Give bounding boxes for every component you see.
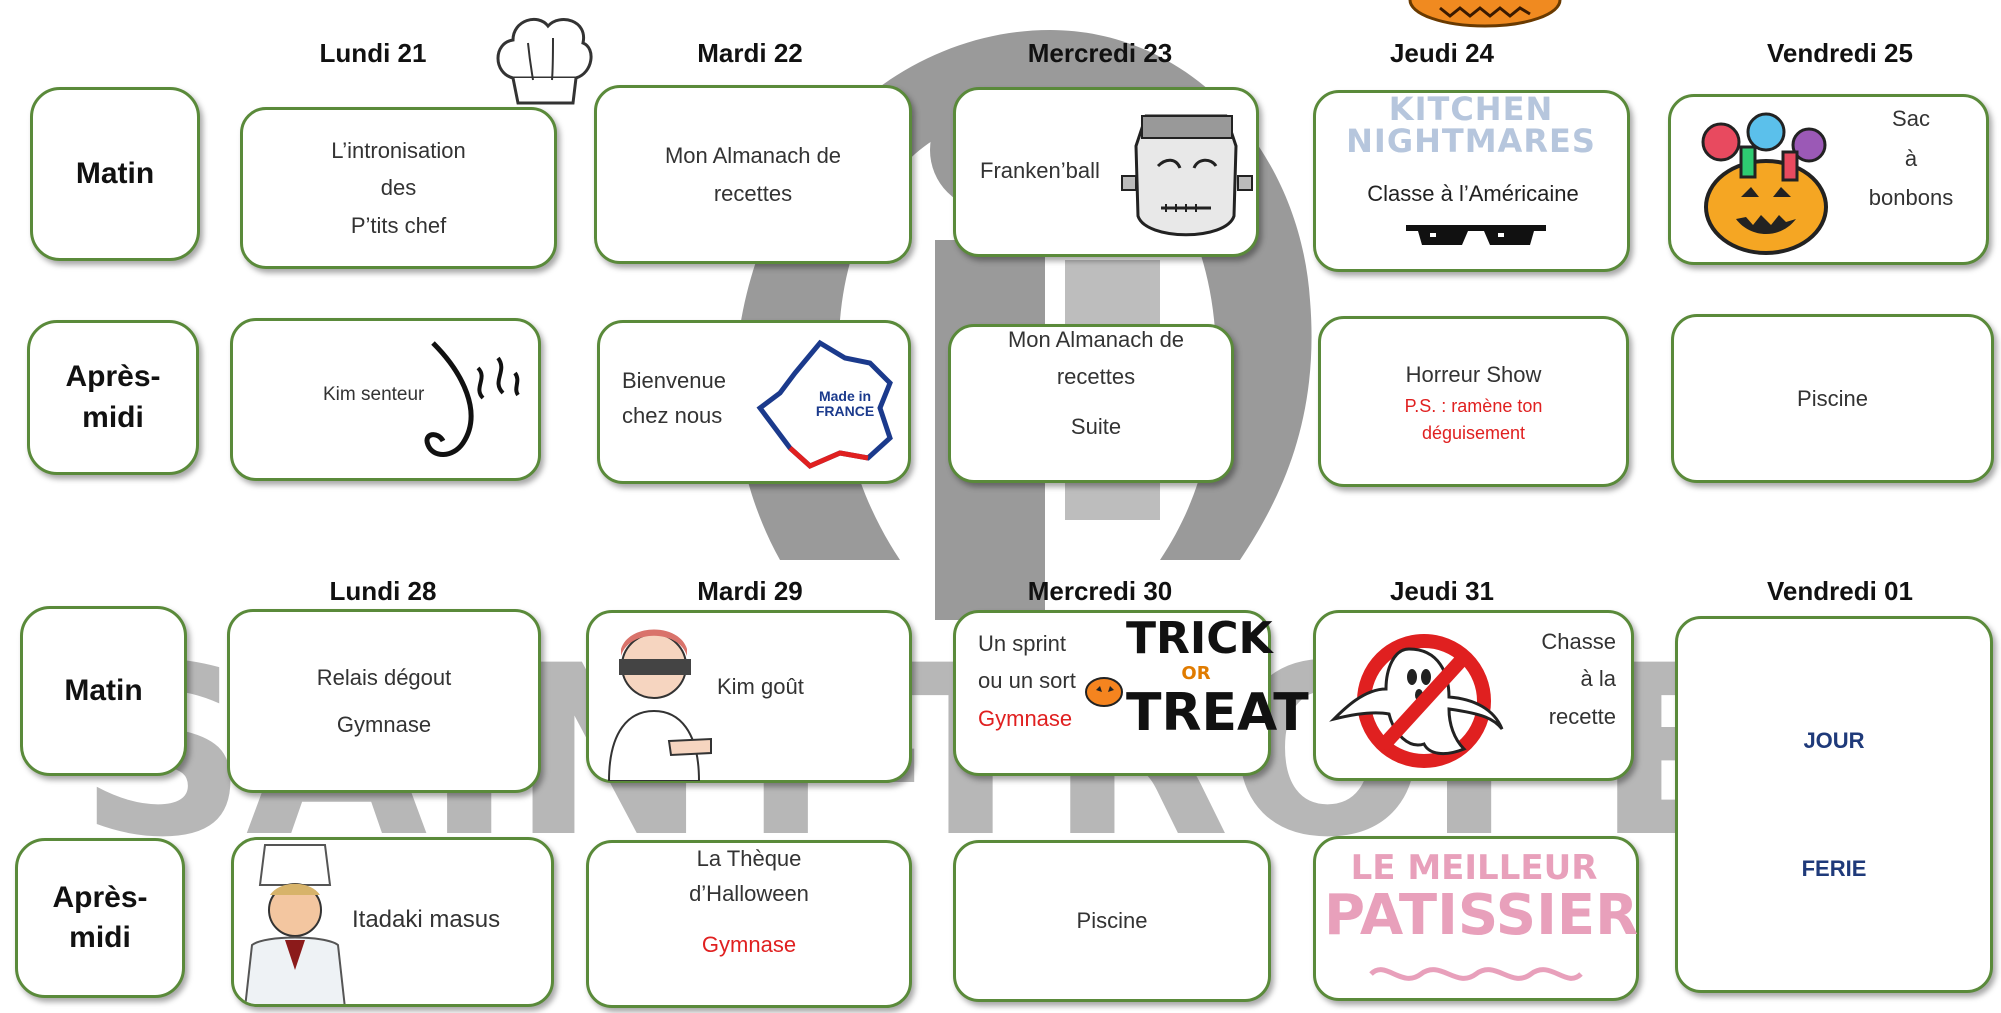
activity-mercredi-23-apres-midi[interactable]: Mon Almanach de recettes Suite <box>948 324 1234 483</box>
activity-jeudi-31-matin[interactable]: Chasse à la recette <box>1313 610 1634 781</box>
activity-mercredi-23-matin[interactable]: Franken’ball <box>953 87 1259 257</box>
period-apres-midi-week2: Après- midi <box>15 838 185 998</box>
activity-mardi-29-matin[interactable]: Kim goût <box>586 610 912 783</box>
day-vendredi-25: Vendredi 25 <box>1767 38 1913 68</box>
activity-vendredi-25-apres-midi[interactable]: Piscine <box>1671 314 1994 483</box>
ornament-icon <box>1369 967 1583 981</box>
day-mardi-29: Mardi 29 <box>697 576 803 606</box>
pumpkin-icon <box>1408 0 1562 28</box>
activity-mardi-22-apres-midi[interactable]: Bienvenue chez nous Made in FRANCE <box>597 320 911 484</box>
trick-or-treat-logo: TRICK OR TREAT <box>1126 613 1309 743</box>
activity-mercredi-30-apres-midi[interactable]: Piscine <box>953 840 1271 1002</box>
pumpkin-small-icon <box>1085 677 1123 707</box>
day-mercredi-30: Mercredi 30 <box>1027 576 1173 606</box>
activity-jeudi-24-matin[interactable]: KITCHEN NIGHTMARES Classe à l’Américaine <box>1313 90 1630 272</box>
activity-mercredi-30-matin[interactable]: Un sprint ou un sort Gymnase TRICK OR TR… <box>953 610 1309 776</box>
activity-lundi-21-matin[interactable]: L’intronisation des P’tits chef <box>240 107 557 269</box>
day-lundi-28: Lundi 28 <box>329 576 437 606</box>
chef-hat-icon <box>496 17 593 105</box>
activity-vendredi-01-ferie[interactable]: JOUR FERIE <box>1675 616 1993 993</box>
day-mardi-22: Mardi 22 <box>697 38 803 68</box>
day-jeudi-31: Jeudi 31 <box>1389 576 1495 606</box>
activity-lundi-21-apres-midi[interactable]: Kim senteur <box>230 318 541 481</box>
activity-mardi-29-apres-midi[interactable]: La Thèque d’Halloween Gymnase <box>586 840 912 1008</box>
day-mercredi-23: Mercredi 23 <box>1027 38 1173 68</box>
made-in-france-badge: Made in FRANCE <box>815 388 875 420</box>
meilleur-patissier-logo: LE MEILLEUR PATISSIER <box>1324 848 1639 948</box>
blindfold-person-icon <box>607 629 712 781</box>
ghostbusters-icon <box>1329 634 1504 768</box>
day-jeudi-24: Jeudi 24 <box>1389 38 1495 68</box>
period-matin-week1: Matin <box>30 87 200 261</box>
activity-jeudi-24-apres-midi[interactable]: Horreur Show P.S. : ramène ton déguiseme… <box>1318 316 1629 487</box>
kitchen-nightmares-logo: KITCHEN NIGHTMARES <box>1346 90 1596 160</box>
activity-lundi-28-apres-midi[interactable]: Itadaki masus <box>231 837 554 1007</box>
nose-icon <box>424 341 520 457</box>
activity-jeudi-31-apres-midi[interactable]: LE MEILLEUR PATISSIER <box>1313 836 1639 1001</box>
activity-lundi-28-matin[interactable]: Relais dégout Gymnase <box>227 609 541 793</box>
frankenstein-icon <box>1121 114 1253 237</box>
period-matin-week2: Matin <box>20 606 187 776</box>
activity-vendredi-25-matin[interactable]: Sac à bonbons <box>1668 94 1989 265</box>
candy-pumpkin-icon <box>1701 112 1828 255</box>
period-apres-midi-week1: Après- midi <box>27 320 199 475</box>
chef-character-icon <box>244 844 346 1004</box>
sunglasses-icon <box>1406 225 1546 245</box>
activity-mardi-22-matin[interactable]: Mon Almanach de recettes <box>594 85 912 264</box>
day-vendredi-01: Vendredi 01 <box>1767 576 1913 606</box>
day-lundi-21: Lundi 21 <box>319 38 427 68</box>
